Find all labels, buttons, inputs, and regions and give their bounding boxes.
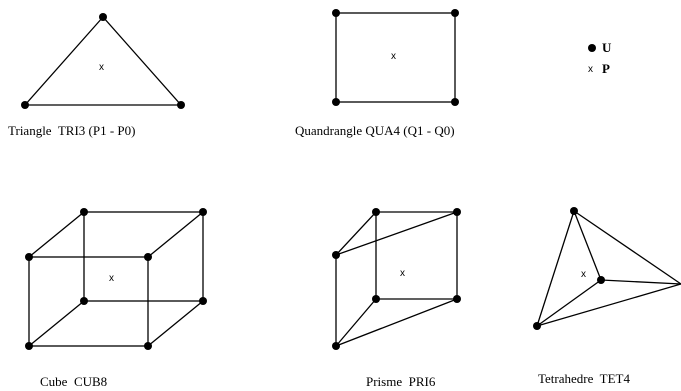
node-u bbox=[453, 295, 461, 303]
caption-pri6: Prisme PRI6 bbox=[366, 374, 436, 389]
node-u bbox=[597, 276, 605, 284]
tri3-edges bbox=[23, 16, 183, 106]
tet4-edges bbox=[536, 210, 681, 327]
node-u bbox=[99, 13, 107, 21]
node-u bbox=[144, 342, 152, 350]
node-u bbox=[199, 208, 207, 216]
node-u bbox=[25, 253, 33, 261]
legend-p-marker: x bbox=[588, 64, 593, 75]
cub8-edges bbox=[28, 211, 204, 347]
caption-qua4: Quandrangle QUA4 (Q1 - Q0) bbox=[295, 123, 455, 138]
node-u bbox=[25, 342, 33, 350]
node-u bbox=[332, 98, 340, 106]
cub8-pressure-marker: x bbox=[109, 273, 114, 284]
node-u bbox=[332, 251, 340, 259]
node-u bbox=[21, 101, 29, 109]
node-u bbox=[177, 101, 185, 109]
node-u bbox=[332, 342, 340, 350]
node-u bbox=[372, 295, 380, 303]
node-u bbox=[332, 9, 340, 17]
node-u bbox=[199, 297, 207, 305]
node-u bbox=[453, 208, 461, 216]
caption-cub8: Cube CUB8 bbox=[40, 374, 108, 389]
legend-u-label: U bbox=[602, 40, 612, 55]
node-u bbox=[451, 9, 459, 17]
node-u bbox=[80, 208, 88, 216]
node-u bbox=[372, 208, 380, 216]
node-u bbox=[570, 207, 578, 215]
node-u bbox=[144, 253, 152, 261]
node-u bbox=[451, 98, 459, 106]
qua4-edges bbox=[335, 12, 456, 103]
legend-p-label: P bbox=[602, 61, 610, 76]
node-u bbox=[533, 322, 541, 330]
pri6-edges bbox=[335, 211, 458, 347]
caption-tri3: Triangle TRI3 (P1 - P0) bbox=[8, 123, 136, 138]
legend-u-dot bbox=[588, 44, 596, 52]
tri3-pressure-marker: x bbox=[99, 62, 104, 73]
qua4-pressure-marker: x bbox=[391, 51, 396, 62]
caption-tet4: Tetrahedre TET4 bbox=[538, 371, 630, 386]
tet4-pressure-marker: x bbox=[581, 269, 586, 280]
pri6-pressure-marker: x bbox=[400, 268, 405, 279]
node-u bbox=[80, 297, 88, 305]
